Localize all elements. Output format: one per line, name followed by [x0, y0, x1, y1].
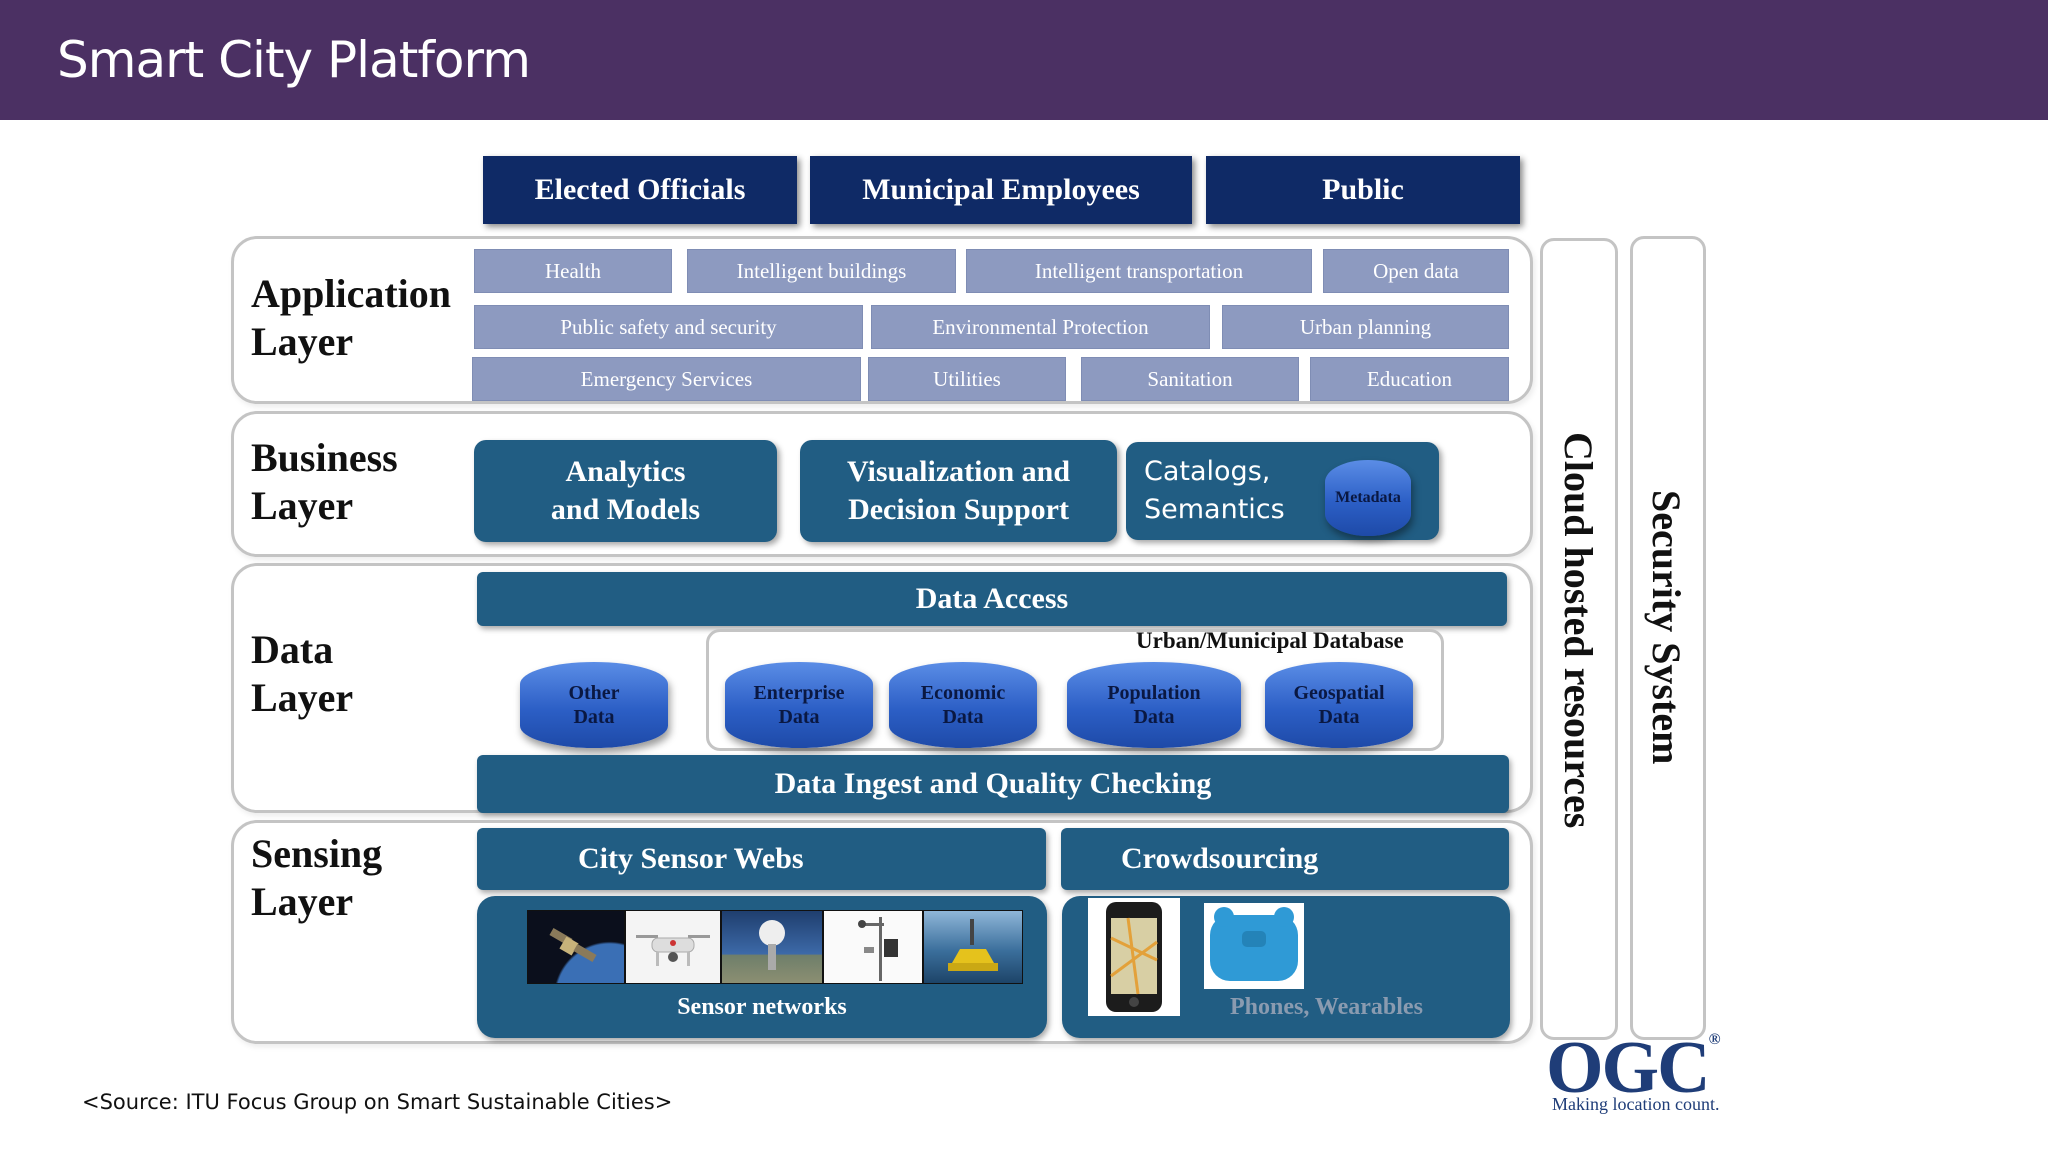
sensor-networks-caption: Sensor networks: [677, 994, 847, 1020]
visualization-line1: Visualization and: [846, 455, 1071, 488]
app-open-data: Open data: [1323, 249, 1509, 293]
population-line2: Data: [1133, 706, 1175, 728]
ogc-tagline: Making location count.: [1552, 1094, 1720, 1114]
crowdsourcing-bar: Crowdsourcing: [1061, 828, 1509, 890]
phones-wearables-caption: Phones, Wearables: [1230, 994, 1423, 1020]
economic-line2: Data: [942, 706, 984, 728]
sensing-label-line1: Sensing: [251, 831, 383, 876]
app-sanitation: Sanitation: [1081, 357, 1299, 401]
application-layer-label: Application Layer: [251, 270, 451, 366]
catalogs-line2: Semantics: [1144, 494, 1285, 525]
app-health: Health: [474, 249, 672, 293]
app-environmental-protection: Environmental Protection: [871, 305, 1210, 349]
enterprise-line2: Data: [778, 706, 820, 728]
other-line1: Other: [568, 682, 620, 704]
app-utilities: Utilities: [868, 357, 1066, 401]
analytics-line1: Analytics: [565, 455, 686, 488]
drone-photo: [626, 911, 720, 983]
source-citation: <Source: ITU Focus Group on Smart Sustai…: [82, 1090, 673, 1114]
security-system-bar: [1630, 236, 1706, 1040]
sensing-label-line2: Layer: [251, 879, 354, 924]
analytics-line2: and Models: [550, 493, 701, 526]
business-label-line2: Layer: [251, 483, 354, 528]
phone-photo: [1088, 898, 1180, 1016]
ogc-logo: OGC®: [1546, 1030, 1732, 1110]
sensing-layer-label: Sensing Layer: [251, 830, 382, 926]
business-label-line1: Business: [251, 435, 398, 480]
data-label-line2: Layer: [251, 675, 354, 720]
satellite-photo: [528, 911, 624, 983]
audience-elected-officials: Elected Officials: [483, 156, 797, 224]
audience-municipal-employees: Municipal Employees: [810, 156, 1192, 224]
page-title: Smart City Platform: [57, 31, 531, 89]
security-system-label: Security System: [1644, 490, 1689, 765]
data-access-bar: Data Access: [477, 572, 1507, 626]
app-urban-planning: Urban planning: [1222, 305, 1509, 349]
title-banner: [0, 0, 2048, 120]
data-layer-label: Data Layer: [251, 626, 353, 722]
analytics-and-models-box: Analytics and Models: [474, 440, 777, 542]
catalogs-line1: Catalogs,: [1144, 456, 1271, 487]
app-intelligent-transportation: Intelligent transportation: [966, 249, 1312, 293]
app-education: Education: [1310, 357, 1509, 401]
visualization-line2: Decision Support: [848, 493, 1069, 526]
application-label-line1: Application: [251, 271, 452, 316]
ogc-registered-mark: ®: [1708, 1031, 1721, 1048]
ogc-logo-text: OGC: [1546, 1027, 1711, 1109]
buoy-photo: [924, 911, 1022, 983]
app-public-safety: Public safety and security: [474, 305, 863, 349]
data-label-line1: Data: [251, 627, 334, 672]
data-ingest-bar: Data Ingest and Quality Checking: [477, 755, 1509, 813]
audience-public: Public: [1206, 156, 1520, 224]
app-intelligent-buildings: Intelligent buildings: [687, 249, 956, 293]
metadata-cylinder: Metadata: [1325, 460, 1411, 536]
enterprise-line1: Enterprise: [753, 682, 845, 704]
geospatial-line2: Data: [1318, 706, 1360, 728]
geospatial-line1: Geospatial: [1293, 682, 1385, 704]
cloud-hosted-resources-bar: [1540, 238, 1618, 1040]
app-emergency-services: Emergency Services: [472, 357, 861, 401]
other-line2: Data: [573, 706, 615, 728]
wearable-photo: [1204, 903, 1304, 989]
city-sensor-webs-bar: City Sensor Webs: [477, 828, 1046, 890]
cloud-hosted-resources-label: Cloud hosted resources: [1556, 432, 1601, 829]
economic-line1: Economic: [920, 682, 1006, 704]
weather-station-photo: [824, 911, 922, 983]
population-line1: Population: [1107, 682, 1201, 704]
business-layer-label: Business Layer: [251, 434, 398, 530]
database-title: Urban/Municipal Database: [1136, 628, 1404, 653]
radar-photo: [722, 911, 822, 983]
application-label-line2: Layer: [251, 319, 354, 364]
